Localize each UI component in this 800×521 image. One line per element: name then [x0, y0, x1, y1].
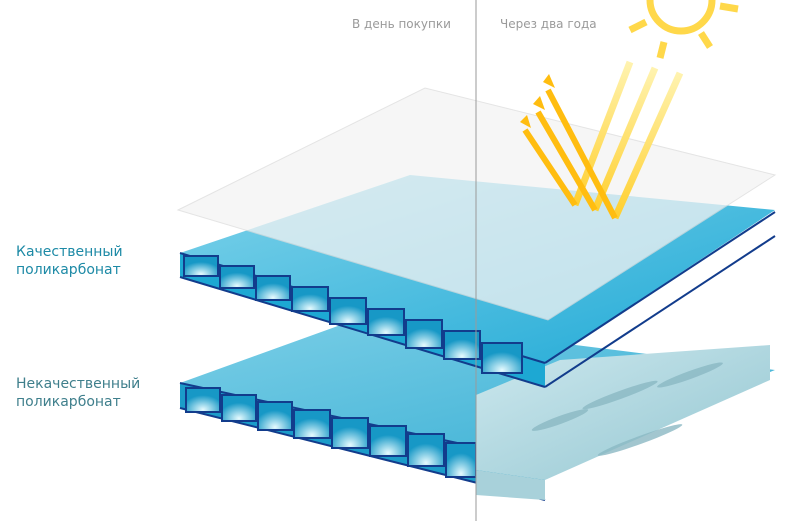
label-line: поликарбонат [16, 394, 121, 410]
quality-polycarbonate-label: Качественный поликарбонат [16, 243, 123, 279]
before-label: В день покупки [352, 17, 451, 31]
arrow-up-icon [520, 74, 618, 220]
sun-icon [628, 0, 739, 59]
poor-sheet [179, 318, 775, 501]
label-line: поликарбонат [16, 262, 121, 278]
label-line: Качественный [16, 244, 123, 260]
label-line: Некачественный [16, 376, 141, 392]
after-label: Через два года [500, 17, 597, 31]
poor-polycarbonate-label: Некачественный поликарбонат [16, 375, 140, 411]
incoming-rays [571, 60, 684, 220]
